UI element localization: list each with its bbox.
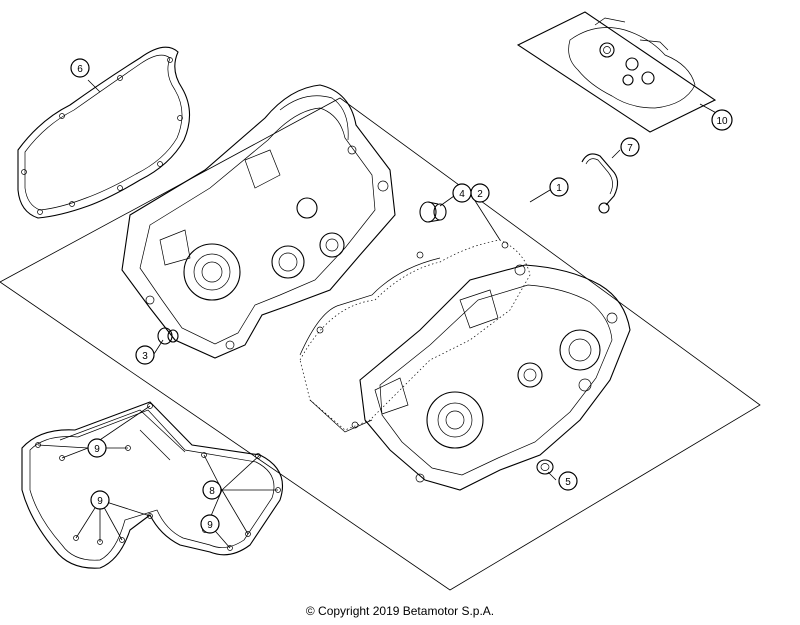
callout-8: 8 [202,480,222,500]
svg-text:3: 3 [142,351,148,362]
callout-3: 3 [135,345,155,365]
callout-9-left: 9 [90,490,110,510]
svg-text:6: 6 [77,64,83,75]
clutch-cover-gasket [17,46,191,219]
assembly-outline [0,97,761,591]
right-crankcase-half [359,264,631,491]
crankcase-gasket [299,239,531,433]
callout-7: 7 [620,137,640,157]
svg-text:2: 2 [477,189,483,200]
callout-9-top: 9 [87,438,107,458]
svg-text:4: 4 [459,189,465,200]
svg-text:5: 5 [565,477,571,488]
gasket-kit-part-10 [516,11,717,133]
svg-text:10: 10 [716,116,728,127]
svg-text:1: 1 [556,183,562,194]
dowel-part-3 [157,327,179,345]
ignition-cover-gasket [21,401,284,569]
callout-10: 10 [711,109,733,131]
bushing-part-4 [419,201,447,223]
svg-text:7: 7 [627,143,633,154]
leader-lines [37,79,721,549]
clip-part-7 [581,153,619,214]
callout-4: 4 [452,183,472,203]
svg-text:8: 8 [209,486,215,497]
callout-2: 2 [470,183,490,203]
callout-9-right: 9 [200,514,220,534]
callout-1: 1 [549,177,569,197]
seal-part-5 [536,459,554,475]
copyright-notice: © Copyright 2019 Betamotor S.p.A. [305,604,495,618]
callout-5: 5 [558,471,578,491]
svg-text:9: 9 [207,520,213,531]
svg-text:9: 9 [94,444,100,455]
svg-text:9: 9 [97,496,103,507]
callout-6: 6 [70,58,90,78]
left-crankcase-half [121,84,396,359]
